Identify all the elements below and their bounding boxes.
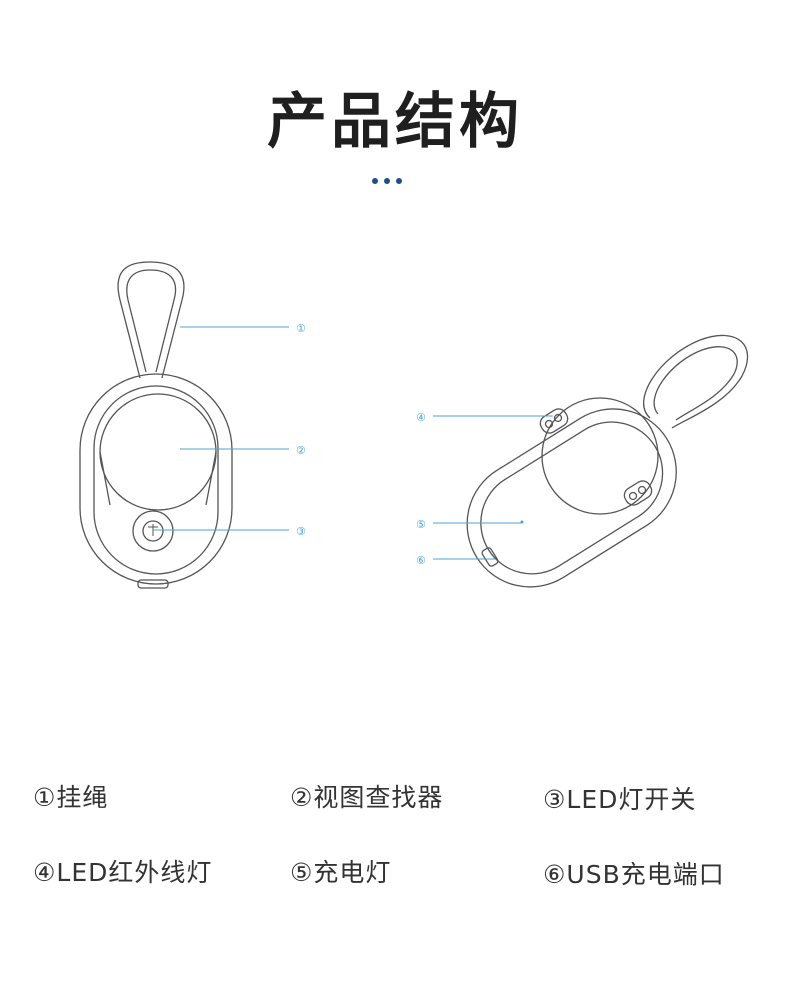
leader-lines [153,326,553,560]
title-divider-dots [370,178,420,188]
callout-2: ② [296,444,306,457]
tilted-viewfinder-ring [541,397,659,515]
legend-usb-port: ⑥USB充电端口 [543,860,725,889]
tilted-lanyard-loop [643,334,749,429]
divider-dot [384,178,390,184]
ir-led-module-top [539,408,569,434]
tilted-view-device [466,334,749,588]
legend-charge-light: ⑤充电灯 [290,858,392,887]
front-lanyard-loop-inner [126,269,177,373]
legend-ir-led: ④LED红外线灯 [33,858,213,887]
page-title: 产品结构 [267,87,523,157]
tilted-lanyard-loop-inner [653,346,738,421]
ir-led-top-1 [544,419,554,429]
front-lanyard-loop [117,261,185,379]
charge-indicator [520,520,524,524]
ir-led-top-2 [553,413,563,423]
tilted-body-outer [466,408,677,588]
front-view-device [79,261,233,589]
ir-led-right-2 [637,485,647,495]
viewfinder-lens [99,393,217,511]
legend-led-switch: ③LED灯开关 [543,785,697,814]
divider-dot [396,178,402,184]
legend-viewfinder: ②视图查找器 [290,783,444,812]
callout-5: ⑤ [416,518,426,531]
callout-3: ③ [296,525,306,538]
led-button-inner [142,520,164,542]
callout-1: ① [296,322,306,335]
front-body-outer [79,373,233,585]
legend-lanyard: ①挂绳 [33,783,109,812]
usb-port [481,547,499,567]
tilted-body-inner [480,421,664,575]
ir-led-right-1 [628,491,638,501]
divider-dot [372,178,378,184]
callout-6: ⑥ [416,554,426,567]
ir-led-module-right [623,480,653,506]
callout-4: ④ [416,411,426,424]
front-body-inner [93,385,219,575]
led-button-outer [132,510,174,552]
front-bottom-port [137,579,169,589]
front-shade [99,451,217,506]
callout-numbers: ① ② ③ ④ ⑤ ⑥ [296,322,426,567]
